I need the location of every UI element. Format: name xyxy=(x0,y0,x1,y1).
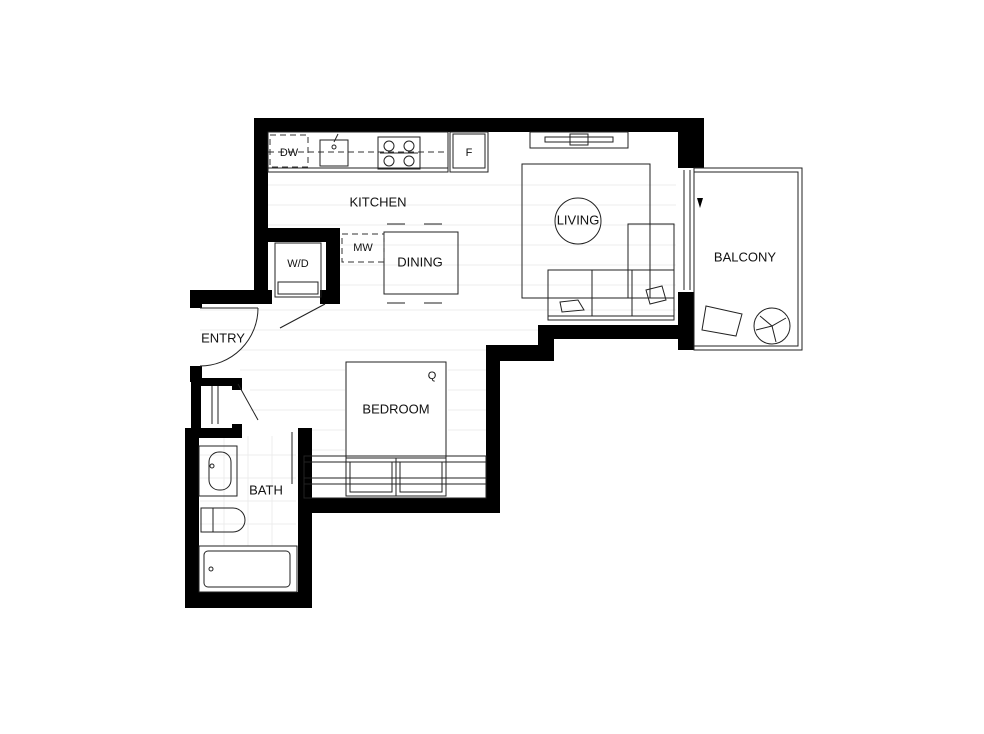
linen-closet xyxy=(211,383,259,424)
bath-vanity xyxy=(198,445,238,497)
bed: Q xyxy=(345,361,447,497)
balcony xyxy=(683,167,803,351)
dining-table xyxy=(383,223,459,304)
kitchen-sink xyxy=(319,133,349,167)
living-rug xyxy=(521,163,651,299)
room-label-bath: BATH xyxy=(249,482,283,497)
tv-unit xyxy=(529,131,629,149)
dishwasher-label: DW xyxy=(280,147,299,159)
bedroom-window xyxy=(303,455,487,499)
coffee-table xyxy=(554,197,602,245)
washer-dryer-label: W/D xyxy=(287,258,308,270)
washer-dryer: W/D xyxy=(274,242,322,298)
fridge: F xyxy=(449,131,489,173)
room-label-kitchen: KITCHEN xyxy=(349,194,406,209)
fridge-label: F xyxy=(466,147,473,159)
kitchen-counter xyxy=(267,131,449,173)
microwave: MW xyxy=(341,233,385,263)
cooktop xyxy=(377,136,421,170)
sofa xyxy=(547,223,675,321)
bath-tile-pattern xyxy=(200,436,296,546)
room-label-bedroom: BEDROOM xyxy=(362,401,429,416)
bathtub xyxy=(198,545,298,593)
toilet xyxy=(200,507,246,533)
dishwasher: DW xyxy=(269,134,309,168)
closet-door xyxy=(279,303,326,329)
room-label-balcony: BALCONY xyxy=(714,249,776,264)
walls xyxy=(185,118,704,608)
microwave-label: MW xyxy=(353,242,373,254)
floor-pattern xyxy=(200,184,676,451)
entry-door xyxy=(199,307,259,367)
bed-size-label: Q xyxy=(428,370,437,382)
room-label-entry: ENTRY xyxy=(201,330,245,345)
room-label-dining: DINING xyxy=(397,254,443,269)
room-label-living: LIVING xyxy=(557,212,600,227)
door-arrow-icon xyxy=(697,198,703,208)
